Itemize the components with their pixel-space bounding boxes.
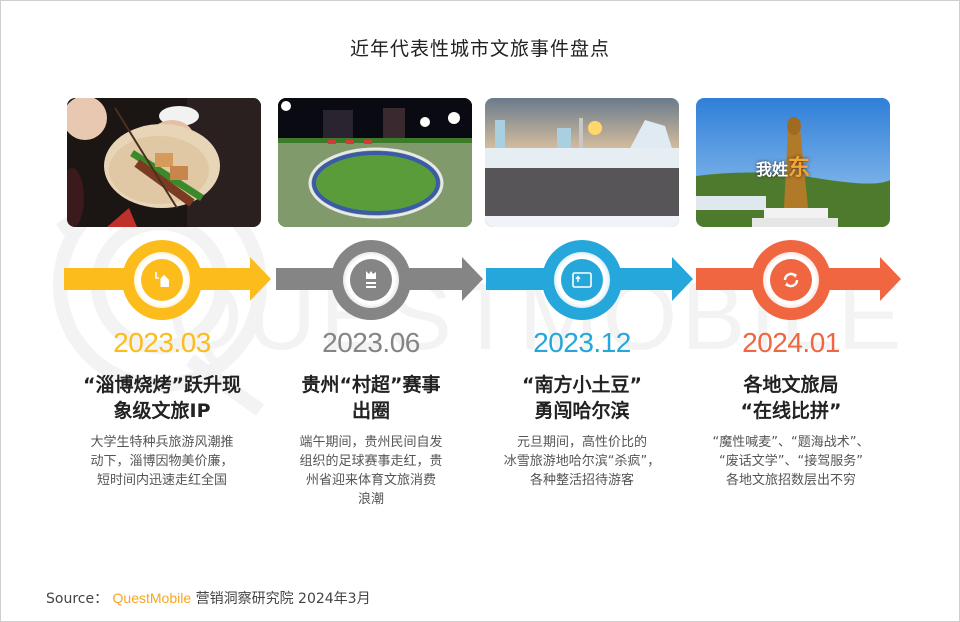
village-football-photo — [278, 98, 472, 227]
harbin-ice-festival-photo — [485, 98, 679, 227]
skewer-flatbread-photo — [67, 98, 261, 227]
event-headline-3: “南方小土豆” 勇闯哈尔滨 — [522, 374, 642, 422]
event-headline-1: “淄博烧烤”跃升现 象级文旅IP — [83, 374, 241, 422]
event-photo-4: 我姓东 — [696, 98, 890, 227]
trophy-icon — [366, 271, 376, 288]
event-headline-2: 贵州“村超”赛事 出圈 — [301, 374, 441, 422]
photo-caption: 我姓东 — [756, 156, 811, 181]
timeline-node-1 — [122, 240, 202, 320]
event-date-4: 2024.01 — [742, 327, 840, 358]
event-photo-1 — [67, 98, 261, 227]
event-date-1: 2023.03 — [113, 327, 211, 358]
refresh-icon — [783, 272, 799, 288]
event-description-4: “魔性喊麦”、“题海战术”、 “废话文学”、“接驾服务” 各地文旅招数层出不穷 — [712, 435, 870, 488]
timeline-node-4 — [751, 240, 831, 320]
source-brand: QuestMobile — [112, 590, 192, 606]
event-headline-4: 各地文旅局 “在线比拼” — [740, 374, 842, 422]
event-description-2: 端午期间，贵州民间自发 组织的足球赛事走红，贵 州省迎来体育文旅消费 浪潮 — [299, 435, 443, 507]
tag-icon — [155, 272, 169, 287]
event-date-3: 2023.12 — [533, 327, 631, 358]
page-title: 近年代表性城市文旅事件盘点 — [349, 38, 610, 60]
upload-window-icon — [572, 272, 592, 288]
event-description-3: 元旦期间，高性价比的 冰雪旅游地哈尔滨“杀疯”， 各种整活招待游客 — [503, 435, 661, 488]
event-photo-3 — [485, 98, 679, 227]
source-note: Source： QuestMobile 营销洞察研究院 2024年3月 — [46, 588, 371, 608]
source-rest: 营销洞察研究院 2024年3月 — [195, 591, 371, 607]
timeline-node-3 — [542, 240, 622, 320]
timeline-node-2 — [331, 240, 411, 320]
event-photo-2 — [278, 98, 472, 227]
source-label: Source： — [46, 591, 109, 607]
event-description-1: 大学生特种兵旅游风潮推 动下，淄博因物美价廉， 短时间内迅速走红全国 — [90, 435, 234, 488]
statue-photo — [696, 98, 890, 227]
event-date-2: 2023.06 — [322, 327, 420, 358]
